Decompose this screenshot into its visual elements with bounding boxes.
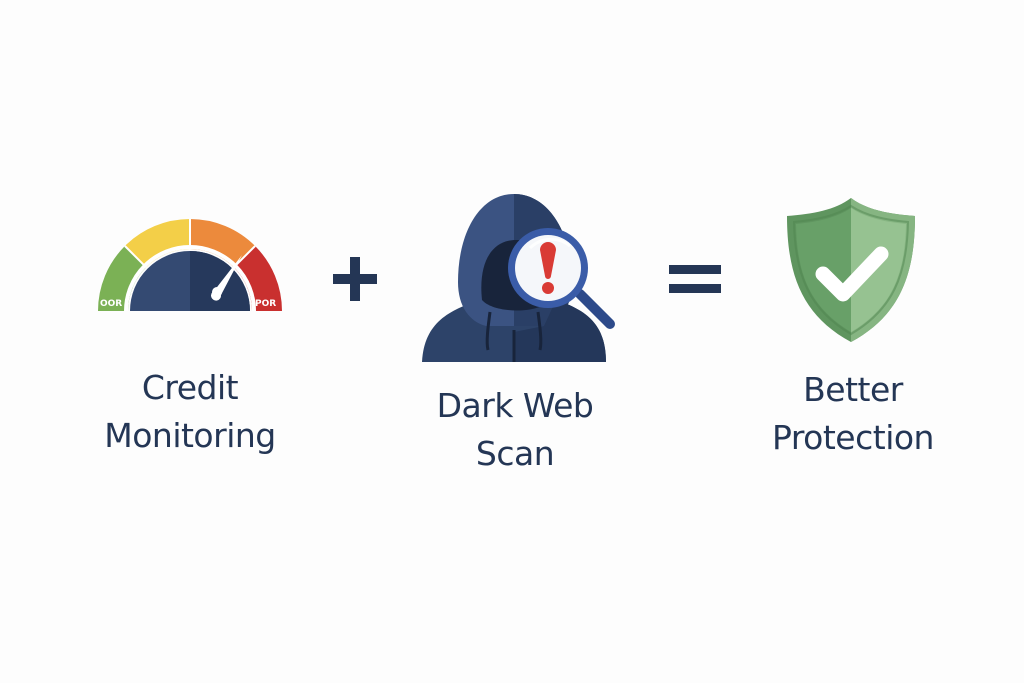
dark-web-scan-label: Dark Web Scan bbox=[395, 382, 635, 478]
better-protection-label: Better Protection bbox=[733, 366, 973, 462]
gauge-left-tag: OOR bbox=[100, 299, 122, 309]
equals-operator: = bbox=[669, 265, 721, 295]
better-protection-item bbox=[783, 196, 919, 344]
label-line: Monitoring bbox=[104, 416, 276, 455]
plus-operator: + bbox=[333, 257, 377, 301]
equals-icon bbox=[669, 265, 721, 293]
credit-monitoring-label: Credit Monitoring bbox=[70, 364, 310, 460]
plus-icon bbox=[333, 257, 377, 301]
label-line: Better bbox=[803, 370, 903, 409]
credit-gauge-icon: OOR POR bbox=[98, 219, 282, 312]
shield-check-icon bbox=[787, 198, 915, 342]
label-line: Credit bbox=[141, 368, 239, 407]
label-line: Dark Web bbox=[436, 386, 594, 425]
label-line: Protection bbox=[772, 418, 934, 457]
credit-monitoring-item: OOR POR bbox=[96, 205, 284, 315]
dark-web-scan-item: ! bbox=[420, 192, 616, 364]
hooded-hacker-magnifier-icon: ! bbox=[422, 194, 615, 362]
label-line: Scan bbox=[475, 434, 555, 473]
gauge-right-tag: POR bbox=[255, 299, 276, 309]
